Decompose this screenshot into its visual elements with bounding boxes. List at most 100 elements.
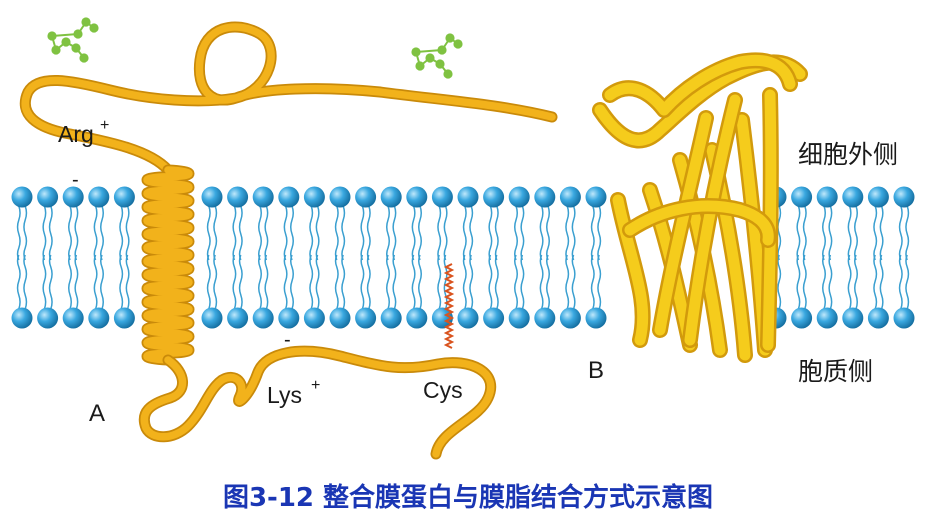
phospholipid <box>355 186 377 329</box>
phospholipid <box>559 186 581 329</box>
lipid-head <box>11 307 33 329</box>
lipid-tail <box>873 205 878 261</box>
lipid-tail <box>360 254 365 310</box>
lipid-tail <box>796 254 801 310</box>
sugar-residue <box>81 17 91 27</box>
lipid-tail <box>571 254 576 310</box>
lipid-head <box>559 307 581 329</box>
lipid-tail <box>469 254 474 310</box>
sugar-residue <box>79 53 89 63</box>
phospholipid <box>893 186 915 329</box>
sugar-residue <box>89 23 99 33</box>
sugar-residue <box>415 61 425 71</box>
lipid-tail <box>125 254 130 310</box>
lipid-tail <box>411 205 416 261</box>
lipid-bilayer <box>11 186 915 329</box>
beta-strand-fill <box>612 194 649 346</box>
lipid-tail <box>206 205 211 261</box>
lipid-head <box>380 186 402 208</box>
phospholipid <box>201 186 223 329</box>
lipid-head <box>406 186 428 208</box>
lipid-tail <box>392 205 397 261</box>
lipid-head <box>585 186 607 208</box>
lipid-tail <box>283 205 288 261</box>
lipid-tail <box>494 254 499 310</box>
lipid-head <box>380 307 402 329</box>
lipid-head <box>431 186 453 208</box>
lipid-tail <box>360 205 365 261</box>
lipid-tail <box>341 254 346 310</box>
lipid-tail <box>238 205 243 261</box>
lipid-head <box>406 307 428 329</box>
protein-a-helical <box>19 17 558 460</box>
phospholipid <box>11 186 33 329</box>
extracellular-chain <box>19 21 558 176</box>
phospholipid <box>431 186 453 329</box>
lipid-tail <box>462 205 467 261</box>
lipid-tail <box>590 254 595 310</box>
lipid-head <box>62 186 84 208</box>
lipid-tail <box>283 254 288 310</box>
lipid-head <box>201 307 223 329</box>
lipid-tail <box>315 205 320 261</box>
lipid-tail <box>898 205 903 261</box>
lipid-tail <box>822 205 826 261</box>
sugar-residue <box>47 31 57 41</box>
lipid-tail <box>125 205 130 261</box>
lipid-head <box>842 186 864 208</box>
lipid-tail <box>437 254 442 310</box>
lipid-tail <box>847 254 852 310</box>
lipid-head <box>355 307 377 329</box>
lipid-tail <box>828 254 833 310</box>
label-arg: Arg <box>58 121 94 147</box>
lipid-head <box>201 186 223 208</box>
lipid-tail <box>23 254 28 310</box>
lipid-tail <box>119 254 124 310</box>
lipid-head <box>227 307 249 329</box>
phospholipid <box>791 186 813 329</box>
lipid-head <box>457 307 479 329</box>
lipid-tail <box>334 254 339 310</box>
lipid-head <box>867 186 889 208</box>
lipid-head <box>113 186 135 208</box>
oligosaccharide-chain <box>411 33 463 79</box>
lipid-head <box>278 307 300 329</box>
lipid-tail <box>879 205 884 261</box>
lipid-head <box>483 307 505 329</box>
lipid-head <box>508 186 530 208</box>
sugar-residue <box>425 53 435 63</box>
lipid-tail <box>873 254 878 310</box>
phospholipid <box>842 186 864 329</box>
lipid-head <box>867 307 889 329</box>
lipid-tail <box>879 254 884 310</box>
sugar-residue <box>453 39 463 49</box>
lipid-tail <box>898 254 903 310</box>
label-lys: Lys <box>267 382 302 408</box>
beta-strand-fill <box>624 200 774 246</box>
lipid-tail <box>42 205 47 261</box>
lipid-tail <box>100 205 104 261</box>
lipid-tail <box>16 254 21 310</box>
lipid-tail <box>802 254 807 310</box>
lipid-tail <box>48 254 53 310</box>
phospholipid <box>867 186 889 329</box>
lipid-head <box>842 307 864 329</box>
lipid-tail <box>119 205 124 261</box>
sugar-residue <box>411 47 421 57</box>
lipid-tail <box>443 254 448 310</box>
lipid-head <box>303 307 325 329</box>
lipid-tail <box>213 205 218 261</box>
label-panel-a: A <box>89 400 105 427</box>
lipid-tail <box>597 205 602 261</box>
label-arg-minus: - <box>72 169 79 191</box>
lipid-head <box>893 186 915 208</box>
lipid-tail <box>232 205 237 261</box>
sugar-residue <box>443 69 453 79</box>
lipid-tail <box>514 205 518 261</box>
lipid-head <box>252 307 274 329</box>
lipid-tail <box>238 254 243 310</box>
lipid-head <box>227 186 249 208</box>
phospholipid <box>37 186 59 329</box>
lipid-tail <box>520 254 525 310</box>
